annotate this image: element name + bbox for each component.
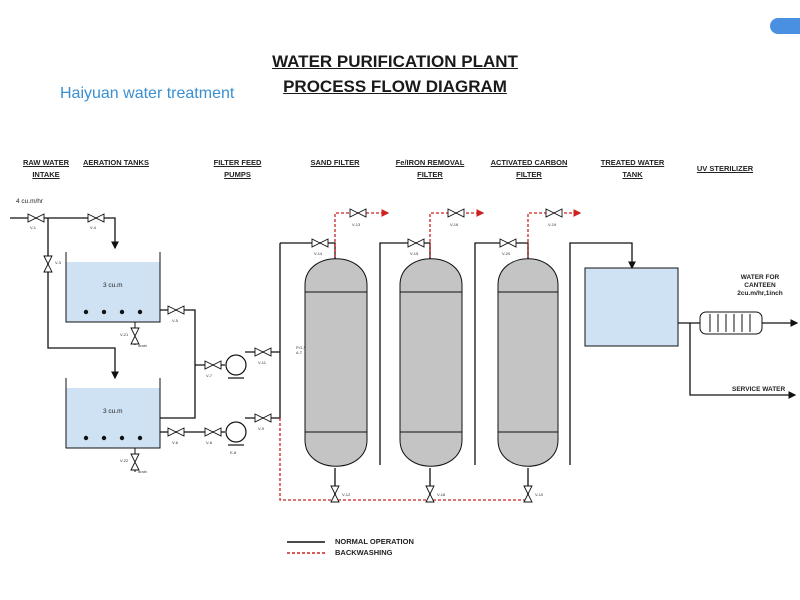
valve-tag: V-19 [548,222,557,227]
tank2-capacity: 3 cu.m [103,408,123,415]
valve-tag: V-12 [342,492,351,497]
valve-tag: V-13 [352,222,361,227]
page-subtitle: PROCESS FLOW DIAGRAM [283,77,507,96]
header-uv-sterilizer: UV STERILIZER [696,164,754,173]
aeration-tank-1 [65,252,161,323]
legend-backwash: BACKWASHING [335,548,393,557]
aeration-tank-2 [65,378,161,449]
uv-sterilizer-unit [699,311,763,335]
tank1-capacity: 3 cu.m [103,282,123,289]
pump-tag: E-8 [230,450,237,455]
valve-tag: V-3 [55,260,62,265]
brand-text: Haiyuan water treatment [60,85,235,102]
page-title: WATER PURIFICATION PLANT [272,52,518,71]
iron-filter-vessel [399,258,463,467]
valve-tag: V-1 [30,225,37,230]
valve-tag: V-11 [258,360,266,365]
valve-tag: V-20 [502,251,511,256]
valves [27,208,563,503]
corner-tag[interactable] [770,18,800,34]
sand-filter-vessel [304,258,368,467]
feed-pump-1 [225,354,247,379]
diffusers [83,309,143,441]
canteen-output-label: WATER FOR CANTEEN 2cu.m/hr,1inch [737,274,783,297]
valve-tag: V-10 [535,492,544,497]
valve-tag: V-5 [172,318,179,323]
header-sand-filter: SAND FILTER [310,158,360,167]
drain-tag: drain [138,469,147,474]
valve-tag: V-21 [120,332,129,337]
header-aeration: AERATION TANKS [83,158,149,167]
valve-tag: V-4 [90,225,97,230]
drain-tag: drain [138,343,147,348]
treated-water-tank [584,267,679,347]
carbon-filter-vessel [497,258,559,467]
flow-rate-label: 4 cu.m/hr [16,198,44,205]
valve-tag: V-9 [258,426,265,431]
legend-normal: NORMAL OPERATION [335,537,414,546]
valve-tag: V-7 [206,373,213,378]
valve-tag: V-14 [314,251,323,256]
gauge-tag: P.G / A.T [296,345,305,355]
valve-tag: V-8 [206,440,213,445]
valve-tag: V-16 [450,222,459,227]
valve-tag: V-22 [120,458,129,463]
service-water-label: SERVICE WATER [732,386,786,393]
feed-pump-2 [225,421,247,446]
valve-tag: V-15 [410,251,419,256]
legend-lines [287,541,325,554]
valve-tag: V-6 [172,440,179,445]
valve-tag: V-18 [437,492,446,497]
